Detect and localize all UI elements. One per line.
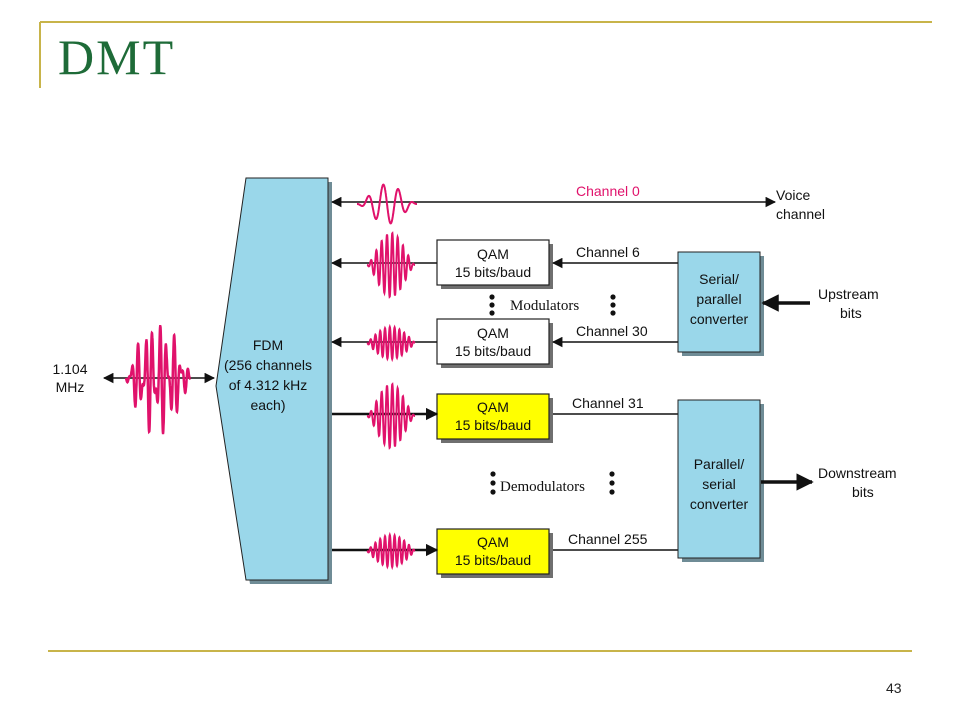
qam-rate: 15 bits/baud (455, 417, 531, 433)
channel-0-wave (357, 183, 417, 225)
ps-label-1: Parallel/ (694, 456, 745, 472)
fdm-label-3: of 4.312 kHz (229, 377, 308, 393)
modulator-dots-right (610, 294, 616, 316)
qam-modulator-ch30: QAM 15 bits/baud (436, 318, 553, 368)
qam-title: QAM (477, 534, 509, 550)
ps-label-3: converter (690, 496, 749, 512)
qam-title: QAM (477, 325, 509, 341)
qam-demodulator-ch255: QAM 15 bits/baud (436, 528, 553, 578)
qam-rate: 15 bits/baud (455, 552, 531, 568)
voice-label-1: Voice (776, 187, 810, 203)
parallel-serial-converter: Parallel/ serial converter (677, 399, 764, 562)
channel-31-wave (366, 382, 416, 450)
sp-label-2: parallel (696, 291, 741, 307)
sp-label-3: converter (690, 311, 749, 327)
channel-6-label: Channel 6 (576, 244, 640, 260)
qam-demodulator-ch31: QAM 15 bits/baud (436, 393, 553, 443)
sp-label-1: Serial/ (699, 271, 739, 287)
modulator-dots-left (489, 294, 495, 316)
upstream-label-1: Upstream (818, 286, 879, 302)
downstream-label-2: bits (852, 484, 874, 500)
demodulators-label: Demodulators (500, 479, 585, 495)
modulators-label: Modulators (510, 298, 579, 314)
voice-label-2: channel (776, 206, 825, 222)
fdm-block: FDM (256 channels of 4.312 kHz each) (215, 177, 332, 584)
demodulator-dots-right (609, 471, 615, 495)
fdm-label-2: (256 channels (224, 357, 312, 373)
channel-255-wave (366, 531, 416, 571)
slide-frame (39, 21, 932, 652)
fdm-label-4: each) (250, 397, 285, 413)
channel-30-wave (366, 323, 416, 363)
ps-label-2: serial (702, 476, 735, 492)
channel-0-label: Channel 0 (576, 183, 640, 199)
channel-255-label: Channel 255 (568, 531, 648, 547)
slide-title: DMT (58, 29, 176, 85)
qam-modulator-ch6: QAM 15 bits/baud (436, 239, 553, 289)
demodulator-dots-left (490, 471, 496, 495)
channel-6-wave (366, 231, 416, 299)
channel-30-label: Channel 30 (576, 323, 648, 339)
upstream-label-2: bits (840, 305, 862, 321)
channel-31-label: Channel 31 (572, 395, 644, 411)
qam-rate: 15 bits/baud (455, 343, 531, 359)
frequency-label-1: 1.104 (52, 361, 87, 377)
qam-title: QAM (477, 399, 509, 415)
qam-rate: 15 bits/baud (455, 264, 531, 280)
page-number: 43 (886, 680, 902, 696)
main-wave-signal (124, 325, 192, 435)
qam-title: QAM (477, 246, 509, 262)
serial-parallel-converter: Serial/ parallel converter (677, 251, 764, 356)
frequency-label-2: MHz (56, 379, 85, 395)
fdm-label-1: FDM (253, 337, 283, 353)
downstream-label-1: Downstream (818, 465, 897, 481)
